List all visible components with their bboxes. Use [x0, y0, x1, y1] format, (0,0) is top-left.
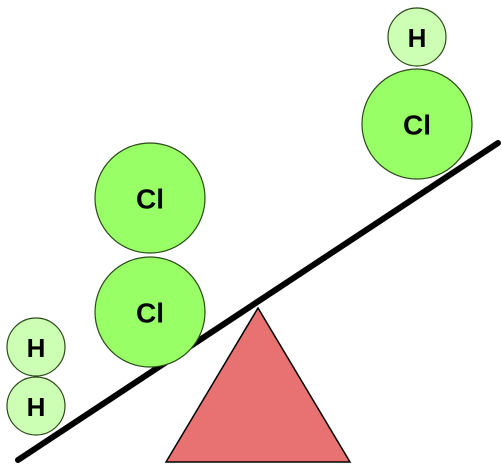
left-h-atom-top: H — [6, 317, 66, 377]
left-h-atom-bottom: H — [6, 376, 66, 436]
seesaw-beam — [15, 140, 501, 463]
fulcrum-triangle — [164, 306, 352, 463]
right-h-atom: H — [387, 7, 447, 67]
left-h2-molecule: H H — [6, 317, 66, 436]
left-cl-atom-top: Cl — [94, 142, 206, 254]
right-cl-atom: Cl — [361, 68, 473, 180]
left-cl-bottom-label: Cl — [136, 298, 164, 329]
left-cl-top-label: Cl — [136, 184, 164, 215]
left-h-bottom-label: H — [27, 392, 46, 422]
right-cl-label: Cl — [403, 110, 431, 141]
left-cl2-molecule: Cl Cl — [94, 142, 206, 368]
right-hcl-molecule: H Cl — [361, 7, 473, 180]
left-h-top-label: H — [27, 333, 46, 363]
right-h-label: H — [408, 23, 427, 53]
left-cl-atom-bottom: Cl — [94, 256, 206, 368]
